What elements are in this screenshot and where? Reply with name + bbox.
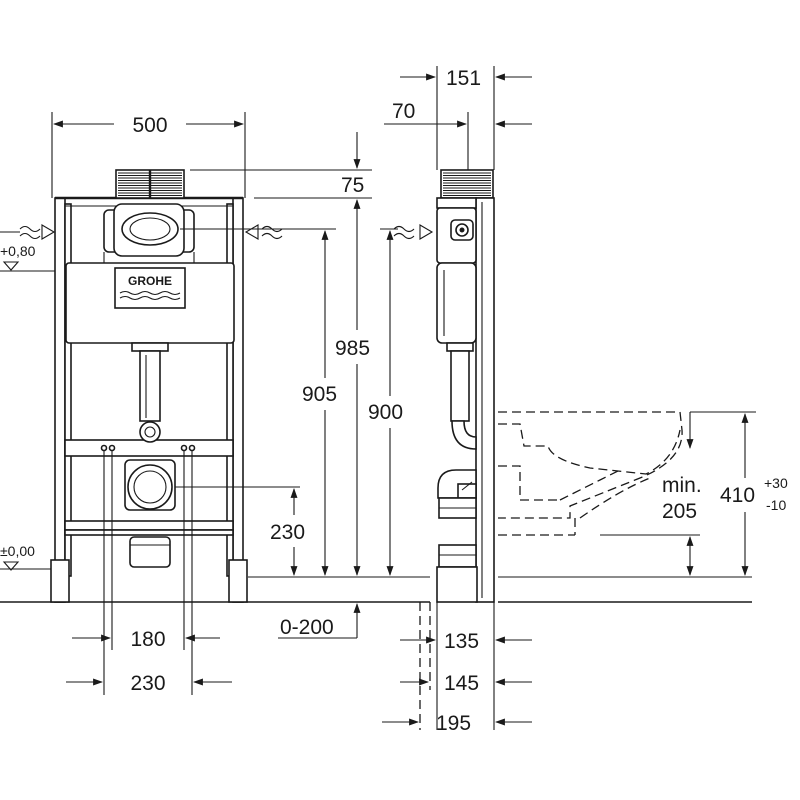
flush-plate [115,169,185,199]
dim-195: 195 [436,712,471,735]
extension-lines [51,66,756,730]
side-frame [393,169,495,730]
dim-500: 500 [132,114,167,137]
dim-900: 900 [368,401,403,424]
level-floor: ±0,00 [0,543,35,559]
dimension-lines [53,73,749,726]
dim-180: 180 [130,628,165,651]
bolt-stub [108,444,116,452]
bolt-stub [180,444,188,452]
dim-75: 75 [341,174,364,197]
dim-135: 135 [444,630,479,653]
bolt-stub [188,444,196,452]
cistern: GROHE [65,203,235,568]
dim-410-plus: +30 [764,475,788,491]
dim-230-spacing: 230 [130,672,165,695]
dim-0-200: 0-200 [280,616,334,639]
dim-70: 70 [392,100,415,123]
dim-145: 145 [444,672,479,695]
dim-905: 905 [302,383,337,406]
dim-151: 151 [446,67,481,90]
floor-lines [0,270,752,603]
grohe-logo: GROHE [128,274,172,288]
dim-410: 410 [720,484,755,507]
dim-410-minus: -10 [766,497,786,513]
front-frame [50,196,248,603]
level-upper: +0,80 [0,243,36,259]
wc-pan-outline [498,411,683,536]
dim-min-205: 205 [662,500,697,523]
dim-985: 985 [335,337,370,360]
dim-230-height: 230 [270,521,305,544]
dimension-labels: 500 75 985 905 900 230 0-200 180 230 151… [130,67,787,735]
bolt-stub [100,444,108,452]
dim-min-label: min. [662,474,702,497]
level-markers: +0,80 ±0,00 [0,243,36,571]
